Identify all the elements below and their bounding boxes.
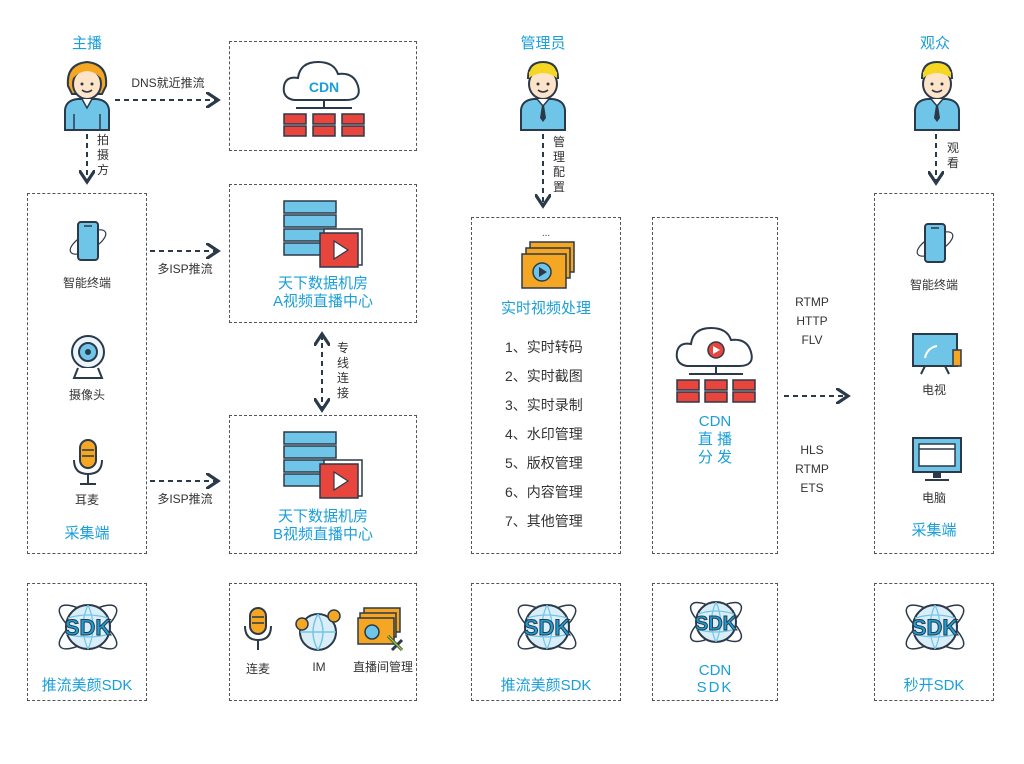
protocol-label: RTMP (795, 295, 829, 309)
protocol-label: ETS (800, 481, 824, 495)
tools-box: 连麦 IM 直播间管理 (229, 583, 417, 701)
sdk-globe-icon: SDK (517, 604, 577, 650)
processing-item: 1、实时转码 (505, 339, 583, 355)
processing-dots: ... (541, 228, 551, 239)
datacenter-a-line1: 天下数据机房 (277, 275, 368, 292)
tv-icon (912, 333, 962, 375)
cdn-dist-line2: 直 播 (697, 431, 733, 448)
smartphone-icon (69, 221, 107, 261)
capture-left-item-1: 摄像头 (68, 388, 105, 402)
smartphone-icon (916, 223, 954, 263)
sdk-cdn-line2: SDK (696, 679, 734, 696)
cdn-cloud-icon: CDN (282, 60, 365, 137)
role-anchor-label: 主播 (71, 35, 102, 52)
processing-title: 实时视频处理 (500, 300, 591, 317)
protocol-label: HLS (800, 443, 824, 457)
processing-list: 1、实时转码 2、实时截图 3、实时录制 4、水印管理 5、版权管理 6、内容管… (505, 333, 615, 536)
im-chat-icon (295, 609, 341, 651)
cdn-top-box: CDN (229, 41, 417, 151)
processing-box: ... 实时视频处理 1、实时转码 2、实时截图 3、实时录制 4、水印管理 5… (471, 217, 621, 554)
cdn-dist-line1: CDN (698, 413, 732, 430)
capture-right-item-1: 电视 (921, 383, 946, 397)
sdk-badge-text: SDK (912, 615, 959, 640)
capture-right-item-0: 智能终端 (909, 278, 958, 292)
capture-left-item-2: 耳麦 (74, 493, 99, 507)
sdk-push-mid-box: SDK 推流美颜SDK (471, 583, 621, 701)
server-video-icon-b (283, 431, 363, 499)
datacenter-a-line2: A视频直播中心 (272, 293, 373, 310)
webcam-icon (71, 335, 105, 379)
sdk-fast-open-box: SDK 秒开SDK (874, 583, 994, 701)
cdn-top-text: CDN (309, 79, 339, 95)
capture-left-box: 智能终端 摄像头 耳麦 采集端 (27, 193, 147, 554)
computer-icon (912, 437, 962, 481)
sdk-push-left-box: SDK 推流美颜SDK (27, 583, 147, 701)
sdk-globe-icon: SDK (58, 604, 118, 650)
processing-item: 4、水印管理 (505, 426, 583, 442)
datacenter-a-box: 天下数据机房 A视频直播中心 (229, 184, 417, 323)
manage-config-label: 管理配置 (552, 135, 565, 194)
admin-person-icon (520, 60, 566, 131)
capture-right-item-2: 电脑 (921, 491, 946, 505)
capture-left-title: 采集端 (64, 525, 110, 542)
sdk-fast-open-label: 秒开SDK (903, 677, 965, 694)
room-manage-icon (357, 607, 404, 652)
shoot-label: 拍摄方 (96, 133, 109, 177)
sdk-globe-icon: SDK (905, 604, 965, 650)
tool-label-mic: 连麦 (245, 662, 270, 676)
sdk-badge-text: SDK (524, 615, 571, 640)
role-admin-label: 管理员 (520, 35, 566, 52)
sdk-cdn-line1: CDN (698, 662, 732, 679)
dedicated-label: 专线连接 (336, 341, 349, 400)
protocol-label: HTTP (796, 314, 828, 328)
protocols-bottom: HLS RTMP ETS (782, 441, 842, 498)
sdk-globe-icon: SDK (689, 601, 743, 643)
isp-b-label: 多ISP推流 (157, 492, 213, 506)
dns-push-label: DNS就近推流 (131, 76, 205, 90)
cdn-dist-cloud-icon (675, 326, 756, 403)
capture-left-item-0: 智能终端 (62, 276, 111, 290)
processing-item: 5、版权管理 (505, 455, 583, 471)
viewer-person-icon (914, 60, 960, 131)
processing-item: 7、其他管理 (505, 513, 583, 529)
sdk-badge-text: SDK (65, 615, 112, 640)
cdn-dist-line3: 分 发 (697, 449, 733, 466)
capture-right-box: 智能终端 电视 电脑 采集端 (874, 193, 994, 554)
tool-label-room: 直播间管理 (352, 660, 413, 674)
datacenter-b-line2: B视频直播中心 (272, 526, 373, 543)
server-video-icon-a (283, 200, 363, 268)
protocol-label: RTMP (795, 462, 829, 476)
protocol-label: FLV (801, 333, 823, 347)
isp-a-label: 多ISP推流 (157, 262, 213, 276)
cdn-dist-box: CDN 直 播 分 发 (652, 217, 778, 554)
anchor-person-icon (64, 60, 110, 131)
microphone-icon (73, 439, 103, 485)
datacenter-b-box: 天下数据机房 B视频直播中心 (229, 415, 417, 554)
processing-item: 3、实时录制 (505, 397, 583, 413)
capture-right-title: 采集端 (911, 522, 957, 539)
processing-item: 6、内容管理 (505, 484, 583, 500)
protocols-top: RTMP HTTP FLV (782, 293, 842, 350)
video-stack-icon (521, 241, 575, 289)
sdk-push-mid-label: 推流美颜SDK (500, 677, 592, 694)
sdk-push-left-label: 推流美颜SDK (41, 677, 133, 694)
processing-item: 2、实时截图 (505, 368, 583, 384)
sdk-badge-text: SDK (695, 613, 738, 635)
watch-label: 观看 (946, 141, 959, 170)
role-viewer-label: 观众 (919, 35, 950, 52)
sdk-cdn-box: SDK CDN SDK (652, 583, 778, 701)
mic-tool-icon (244, 607, 272, 650)
tool-label-im: IM (312, 660, 326, 674)
datacenter-b-line1: 天下数据机房 (277, 508, 368, 525)
